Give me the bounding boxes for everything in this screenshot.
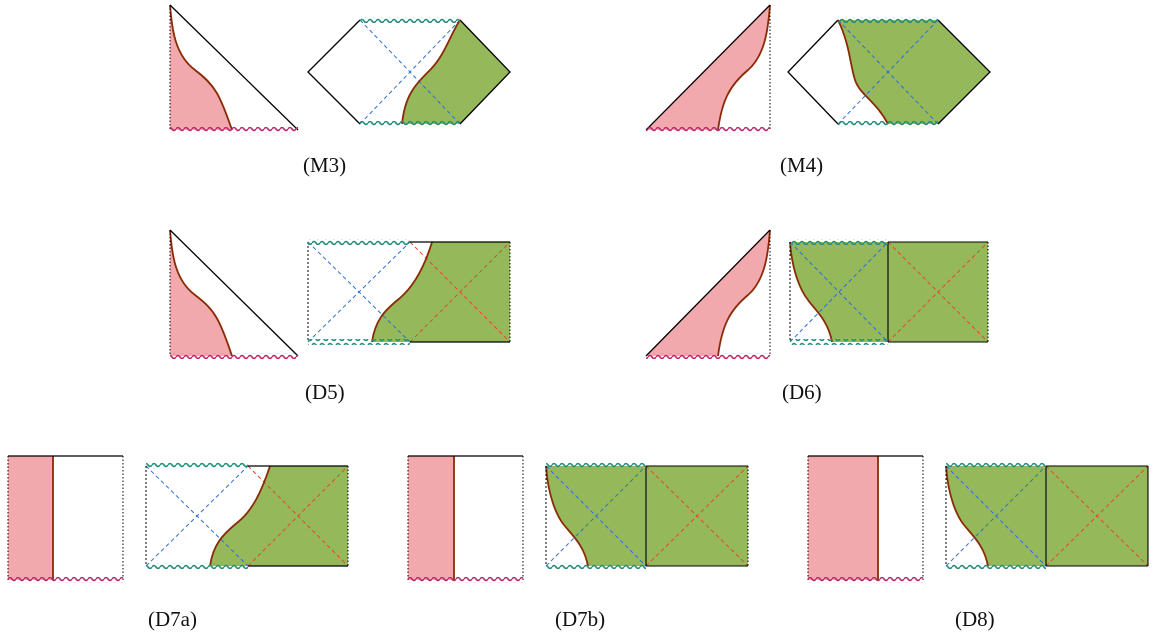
d7b-right-panel bbox=[545, 463, 749, 569]
d7a-box-outline bbox=[248, 465, 348, 567]
m3-left-diagonal bbox=[169, 4, 299, 131]
caption-m4: (M4) bbox=[780, 153, 823, 177]
caption-d6: (D6) bbox=[782, 380, 822, 404]
d5-right-shaded-region bbox=[372, 242, 510, 342]
d5-left-diagonal bbox=[169, 229, 299, 357]
d5-left-panel bbox=[169, 229, 299, 359]
d7a-left-panel bbox=[7, 455, 124, 583]
d8-dashed-blue-2 bbox=[945, 465, 1047, 567]
m3-dashed-diagonal-2 bbox=[359, 19, 461, 125]
diagram-m3: (M3) bbox=[169, 4, 511, 177]
caption-m3: (M3) bbox=[303, 153, 346, 177]
d5-right-panel bbox=[307, 239, 511, 345]
d6-right-shaded-region bbox=[790, 242, 988, 342]
d6-right-curve bbox=[789, 241, 833, 343]
d7a-right-shaded-region bbox=[210, 466, 348, 566]
d7b-left-panel bbox=[407, 455, 524, 583]
m3-hexagon-outline bbox=[307, 19, 511, 125]
d7b-dashed-red-2 bbox=[645, 465, 749, 567]
d5-bottom-singularity bbox=[308, 339, 410, 345]
m4-top-singularity bbox=[838, 17, 938, 23]
caption-d8: (D8) bbox=[955, 607, 995, 631]
caption-d7b: (D7b) bbox=[555, 607, 605, 631]
diagram-d7a: (D7a) bbox=[7, 455, 349, 631]
d7a-dashed-red-2 bbox=[247, 465, 349, 567]
d8-top-singularity bbox=[946, 463, 1046, 469]
d8-left-panel bbox=[807, 455, 924, 583]
m4-left-curve bbox=[717, 4, 771, 131]
m3-right-shaded-region bbox=[402, 20, 510, 124]
m4-bottom-singularity bbox=[838, 121, 938, 127]
d5-top-singularity bbox=[308, 239, 410, 245]
d8-right-panel bbox=[945, 463, 1149, 569]
d7a-top-singularity bbox=[146, 463, 248, 469]
d6-left-diagonal bbox=[645, 229, 771, 357]
m3-left-singularity bbox=[170, 127, 298, 133]
d8-left-singularity bbox=[808, 577, 923, 583]
diagram-d6: (D6) bbox=[645, 229, 989, 404]
d7b-box-outline bbox=[645, 465, 748, 567]
diagram-d7b: (D7b) bbox=[407, 455, 749, 631]
d5-dashed-blue-2 bbox=[307, 241, 411, 343]
d7b-right-shaded-region bbox=[546, 466, 748, 566]
caption-d5: (D5) bbox=[305, 380, 345, 404]
d7a-right-panel bbox=[145, 463, 349, 569]
d8-right-curve bbox=[945, 465, 989, 567]
d6-box-outline bbox=[887, 241, 988, 343]
m4-left-panel bbox=[645, 4, 771, 133]
m3-left-panel bbox=[169, 4, 299, 133]
m4-dashed-diagonal-2 bbox=[837, 19, 939, 125]
m4-left-diagonal bbox=[645, 4, 771, 131]
d7a-left-singularity bbox=[8, 577, 123, 583]
m4-right-curve bbox=[837, 19, 889, 125]
diagram-d5: (D5) bbox=[169, 229, 511, 404]
m3-right-panel bbox=[307, 17, 511, 127]
d7a-dashed-blue-2 bbox=[145, 465, 249, 567]
d6-top-singularity bbox=[790, 239, 888, 245]
d7b-right-curve bbox=[545, 465, 589, 567]
d7b-bottom-singularity bbox=[546, 563, 646, 569]
m3-left-curve bbox=[169, 4, 233, 131]
d6-left-curve bbox=[717, 229, 771, 357]
m3-left-shaded-region bbox=[170, 5, 232, 130]
d7a-right-curve bbox=[209, 465, 271, 567]
d5-box-outline bbox=[410, 241, 510, 343]
d6-right-panel bbox=[789, 239, 989, 345]
d7a-bottom-singularity bbox=[146, 563, 248, 569]
d8-left-shaded-region bbox=[808, 456, 878, 580]
d7b-dashed-blue-2 bbox=[545, 465, 647, 567]
m4-right-panel bbox=[787, 17, 991, 127]
d8-dashed-red-2 bbox=[1045, 465, 1149, 567]
m4-right-shaded-region bbox=[838, 20, 990, 124]
d6-left-panel bbox=[645, 229, 771, 359]
diagram-m4: (M4) bbox=[645, 4, 991, 177]
m3-bottom-singularity bbox=[360, 121, 460, 127]
caption-d7a: (D7a) bbox=[148, 607, 197, 631]
d5-left-curve bbox=[169, 229, 233, 357]
d6-dashed-red-2 bbox=[887, 241, 989, 343]
d6-bottom-singularity bbox=[790, 339, 888, 345]
m3-top-singularity bbox=[360, 17, 460, 23]
d7b-left-singularity bbox=[408, 577, 523, 583]
m4-left-singularity bbox=[646, 127, 770, 133]
d5-left-singularity bbox=[170, 353, 298, 359]
d8-bottom-singularity bbox=[946, 563, 1046, 569]
d7a-left-shaded-region bbox=[8, 456, 53, 580]
diagram-d8: (D8) bbox=[807, 455, 1149, 631]
d7b-left-shaded-region bbox=[408, 456, 454, 580]
d5-dashed-red-2 bbox=[409, 241, 511, 343]
d6-dashed-blue-2 bbox=[789, 241, 889, 343]
d8-right-shaded-region bbox=[946, 466, 1148, 566]
d8-box-outline bbox=[1045, 465, 1149, 567]
m4-hexagon-outline bbox=[787, 19, 991, 125]
d6-left-singularity bbox=[646, 353, 770, 359]
m3-right-curve bbox=[401, 19, 461, 125]
d5-right-curve bbox=[371, 241, 433, 343]
d5-left-shaded-region bbox=[170, 230, 232, 356]
d7b-top-singularity bbox=[546, 463, 646, 469]
